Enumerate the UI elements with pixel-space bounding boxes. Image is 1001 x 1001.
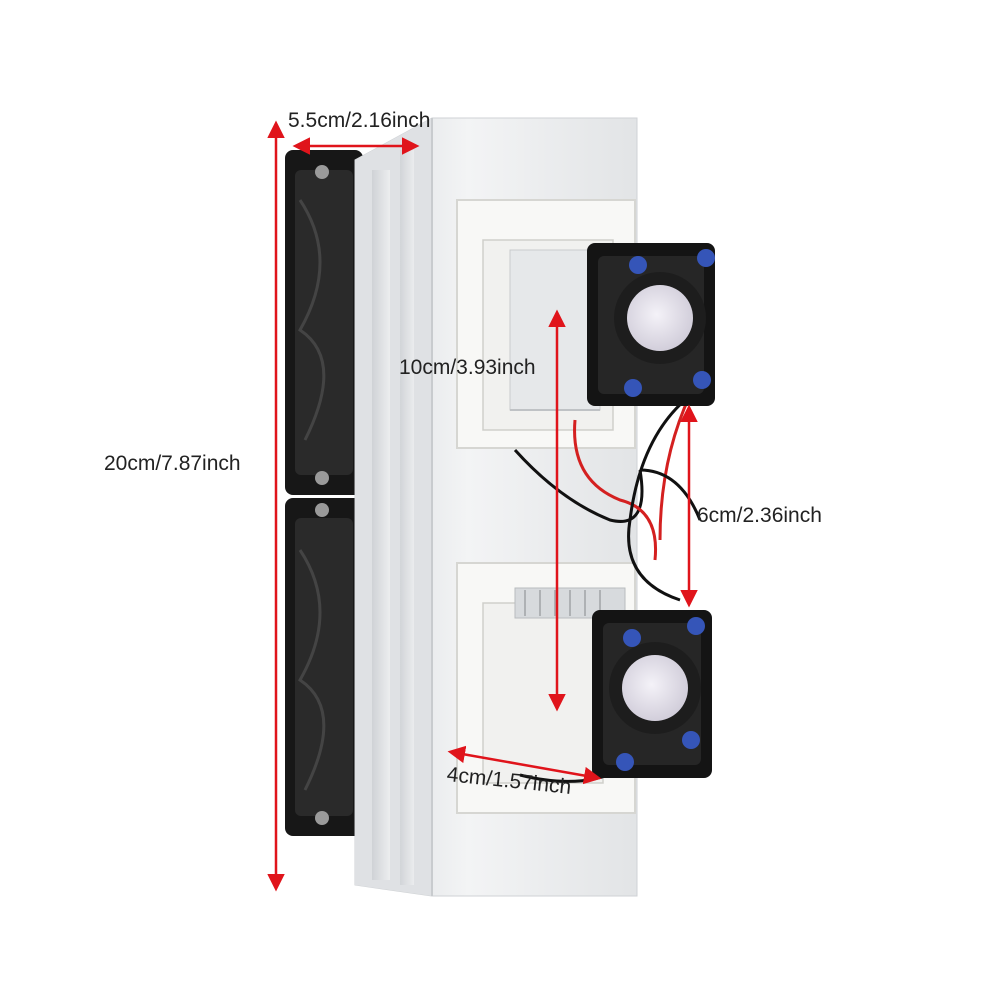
height-dimension-label: 20cm/7.87inch	[104, 452, 241, 475]
width-dimension-label: 5.5cm/2.16inch	[288, 109, 431, 132]
screw-icon	[616, 753, 634, 771]
screw-icon	[629, 256, 647, 274]
screw-icon	[624, 379, 642, 397]
module-dimension-label: 10cm/3.93inch	[399, 356, 536, 379]
screw-icon	[687, 617, 705, 635]
large-fan-top	[285, 150, 363, 495]
dimension-arrows	[267, 120, 698, 892]
screw-icon	[697, 249, 715, 267]
screw-icon	[623, 629, 641, 647]
small-fan-top	[587, 243, 715, 406]
screw-icon	[682, 731, 700, 749]
spacing-dimension-label: 6cm/2.36inch	[697, 504, 822, 527]
large-fan-bottom	[285, 498, 363, 836]
small-fan-bottom	[592, 610, 712, 778]
screw-icon	[693, 371, 711, 389]
base-arrow	[447, 745, 602, 785]
